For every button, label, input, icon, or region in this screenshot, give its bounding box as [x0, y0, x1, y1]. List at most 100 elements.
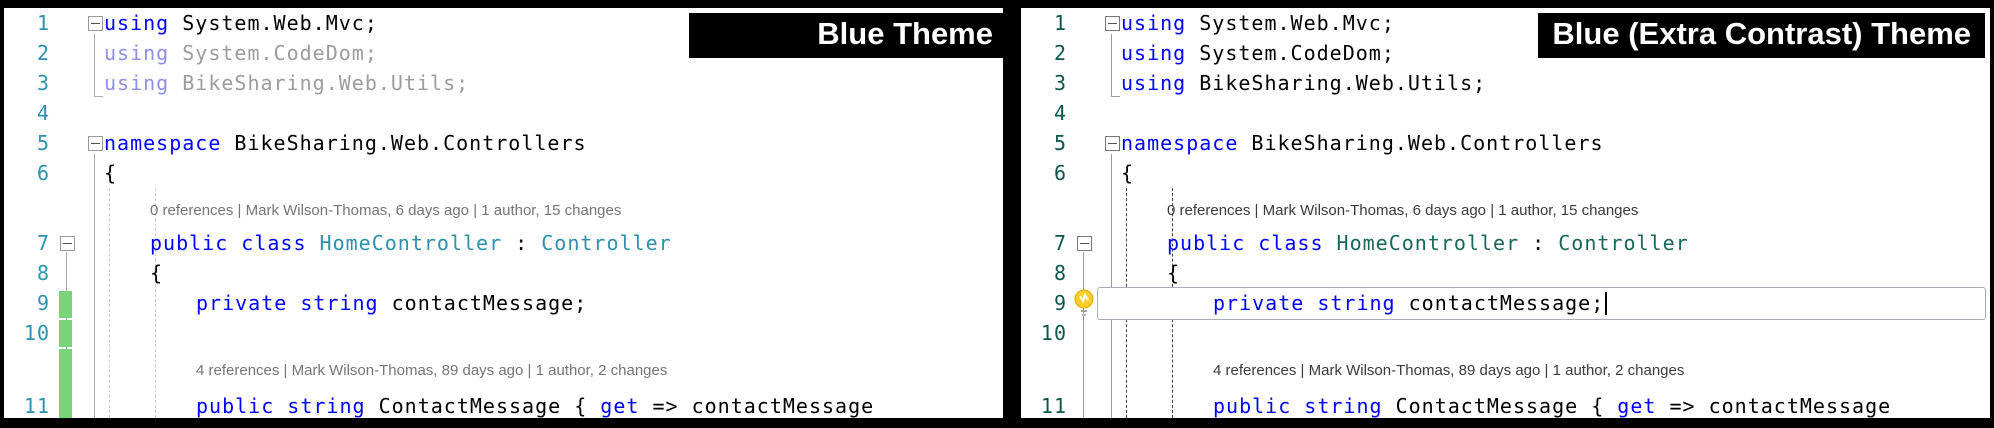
- code-line: 3 using BikeSharing.Web.Utils;: [1021, 68, 1990, 98]
- faded-code-token: System.CodeDom;: [169, 41, 378, 65]
- faded-code-token: BikeSharing.Web.Utils;: [169, 71, 470, 95]
- code-line: 5 namespace BikeSharing.Web.Controllers: [1021, 128, 1990, 158]
- code-line: 1 using System.Web.Mvc;: [4, 8, 1003, 38]
- codelens-class-info[interactable]: 0 references | Mark Wilson-Thomas, 6 day…: [1167, 202, 1639, 219]
- fold-marker-icon[interactable]: [88, 136, 103, 151]
- codelens-class-info[interactable]: 0 references | Mark Wilson-Thomas, 6 day…: [150, 202, 622, 219]
- fold-marker-icon[interactable]: [1105, 16, 1120, 31]
- faded-keyword-token: using: [104, 71, 170, 95]
- line-number: 6: [36, 161, 50, 185]
- line-number: 9: [36, 291, 50, 315]
- code-line: 2 using System.CodeDom;: [4, 38, 1003, 68]
- codelens-line[interactable]: 4 references | Mark Wilson-Thomas, 89 da…: [1021, 348, 1990, 388]
- line-number: 11: [1040, 394, 1067, 418]
- keyword-token: get: [1617, 394, 1657, 418]
- code-token: {: [1167, 261, 1181, 285]
- using-block-extent-line: [94, 34, 103, 97]
- code-line: 4: [1021, 98, 1990, 128]
- code-token: :: [502, 231, 542, 255]
- faded-keyword-token: using: [104, 41, 170, 65]
- indent-guide-level2: [155, 188, 156, 418]
- namespace-extent-line: [94, 154, 95, 418]
- line-number: 7: [36, 231, 50, 255]
- keyword-token: public string: [196, 394, 366, 418]
- keyword-token: public class: [150, 231, 320, 255]
- line-number: 5: [1053, 131, 1067, 155]
- line-number: 9: [1053, 291, 1067, 315]
- lightbulb-icon[interactable]: [1073, 289, 1095, 321]
- codelens-property-info[interactable]: 4 references | Mark Wilson-Thomas, 89 da…: [196, 362, 668, 379]
- code-token: => contactMessage: [1656, 394, 1892, 418]
- code-line: 9 private string contactMessage;: [1021, 288, 1990, 318]
- fold-marker-icon[interactable]: [60, 236, 75, 251]
- code-token: {: [1121, 161, 1135, 185]
- code-line: 3 using BikeSharing.Web.Utils;: [4, 68, 1003, 98]
- codelens-line[interactable]: 0 references | Mark Wilson-Thomas, 6 day…: [1021, 188, 1990, 228]
- line-number: 8: [1053, 261, 1067, 285]
- code-token: ContactMessage {: [365, 394, 601, 418]
- code-token: {: [150, 261, 164, 285]
- codelens-line[interactable]: 0 references | Mark Wilson-Thomas, 6 day…: [4, 188, 1003, 228]
- codelens-line[interactable]: 4 references | Mark Wilson-Thomas, 89 da…: [4, 348, 1003, 388]
- line-number: 10: [1040, 321, 1067, 345]
- code-token: contactMessage;: [1395, 291, 1605, 315]
- fold-marker-icon[interactable]: [1077, 236, 1092, 251]
- editor-panel-blue-theme: 1 using System.Web.Mvc; 2 using System.C…: [4, 8, 1003, 418]
- code-line: 11 public string ContactMessage { get =>…: [1021, 391, 1990, 418]
- line-number: 4: [36, 101, 50, 125]
- code-token: BikeSharing.Web.Utils;: [1186, 71, 1487, 95]
- editor-panel-blue-extra-contrast: 1 using System.Web.Mvc; 2 using System.C…: [1021, 8, 1990, 418]
- line-number: 7: [1053, 231, 1067, 255]
- line-number: 2: [1053, 41, 1067, 65]
- code-token: System.Web.Mvc;: [1186, 11, 1395, 35]
- code-line: 8 {: [4, 258, 1003, 288]
- code-token: ContactMessage {: [1382, 394, 1618, 418]
- line-number: 6: [1053, 161, 1067, 185]
- line-number: 10: [23, 321, 50, 345]
- keyword-token: namespace: [104, 131, 222, 155]
- theme-label-blue-extra-contrast: Blue (Extra Contrast) Theme: [1538, 13, 1985, 58]
- line-number: 5: [36, 131, 50, 155]
- code-line: 7 public class HomeController : Controll…: [4, 228, 1003, 258]
- line-number: 11: [23, 394, 50, 418]
- code-token: :: [1519, 231, 1559, 255]
- code-token: BikeSharing.Web.Controllers: [221, 131, 587, 155]
- class-extent-line: [1083, 252, 1084, 418]
- text-caret: [1605, 292, 1608, 315]
- keyword-token: public string: [1213, 394, 1383, 418]
- using-block-extent-line: [1111, 34, 1120, 97]
- line-number: 8: [36, 261, 50, 285]
- keyword-token: get: [600, 394, 640, 418]
- change-tracking-bar: [59, 320, 72, 347]
- keyword-token: namespace: [1121, 131, 1239, 155]
- line-number: 3: [36, 71, 50, 95]
- keyword-token: using: [1121, 71, 1187, 95]
- fold-marker-icon[interactable]: [1105, 136, 1120, 151]
- line-number: 1: [1053, 11, 1067, 35]
- keyword-token: using: [1121, 41, 1187, 65]
- indent-guide-level1: [109, 188, 110, 418]
- keyword-token: using: [1121, 11, 1187, 35]
- keyword-token: private string: [1213, 291, 1396, 315]
- keyword-token: public class: [1167, 231, 1337, 255]
- line-number: 2: [36, 41, 50, 65]
- code-line: 4: [4, 98, 1003, 128]
- line-number: 3: [1053, 71, 1067, 95]
- code-line: 10: [1021, 318, 1990, 348]
- current-line-highlight: [1097, 287, 1986, 320]
- code-line: 11 public string ContactMessage { get =>…: [4, 391, 1003, 418]
- class-name-token: HomeController: [319, 231, 503, 255]
- code-line: 5 namespace BikeSharing.Web.Controllers: [4, 128, 1003, 158]
- code-line: 2 using System.CodeDom;: [1021, 38, 1990, 68]
- code-line: 6 {: [1021, 158, 1990, 188]
- code-line: 1 using System.Web.Mvc;: [1021, 8, 1990, 38]
- fold-marker-icon[interactable]: [88, 16, 103, 31]
- code-line: 7 public class HomeController : Controll…: [1021, 228, 1990, 258]
- code-line: 10: [4, 318, 1003, 348]
- code-line: 8 {: [1021, 258, 1990, 288]
- theme-label-blue: Blue Theme: [689, 13, 1003, 58]
- code-token: BikeSharing.Web.Controllers: [1238, 131, 1604, 155]
- codelens-property-info[interactable]: 4 references | Mark Wilson-Thomas, 89 da…: [1213, 362, 1685, 379]
- code-line: 6 {: [4, 158, 1003, 188]
